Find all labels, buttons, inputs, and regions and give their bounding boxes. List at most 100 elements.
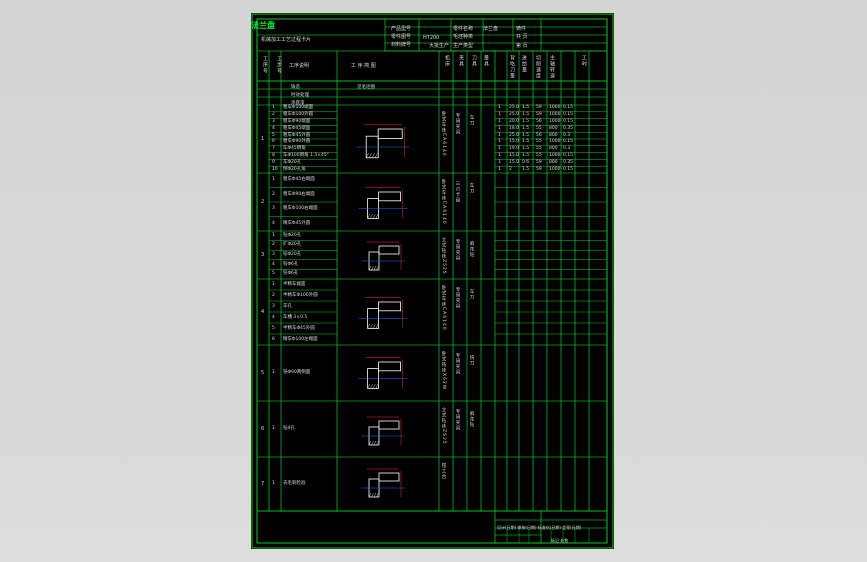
fixture-name: 专用夹具	[455, 353, 460, 375]
cutting-value: 0.15	[563, 166, 574, 172]
cutting-value: 19.0	[509, 146, 520, 152]
step-number: 2	[272, 191, 275, 197]
step-number: 1	[272, 177, 275, 183]
cutting-value: 0.15	[563, 105, 574, 111]
sketch-op3-hatch	[371, 265, 374, 271]
step-description: 铰Φ6孔	[283, 261, 299, 267]
inner-border	[256, 18, 608, 544]
step-number: 1	[272, 105, 275, 111]
step-description: 精车Φ45外圆	[283, 220, 311, 226]
step-number: 2	[272, 112, 275, 118]
sketch-op4-hatch	[367, 323, 370, 329]
step-description: 粗车Φ90端面	[283, 119, 311, 124]
step-number: 8	[272, 153, 275, 158]
cutting-value: 1	[498, 105, 501, 111]
material-value: HT200	[423, 35, 440, 41]
sketch-op4-hatch	[375, 323, 379, 329]
step-description: 钻Φ20孔	[283, 232, 302, 238]
step-description: 粗车Φ100右端面	[283, 206, 318, 212]
step-number: 9	[272, 159, 275, 165]
col-process-no: 工序号	[262, 56, 268, 74]
product-model-label: 产品型号	[391, 26, 412, 32]
col-time: 工时	[581, 55, 587, 67]
blank-kind-label: 毛坯种类	[453, 34, 474, 40]
step-description: 铣Φ90两侧面	[283, 370, 311, 375]
machine-name: 立式钻床Z525	[441, 237, 446, 275]
cutting-value: 800	[549, 125, 558, 131]
title-stamp: 法兰盘	[251, 21, 275, 30]
cutting-value: 18.0	[509, 125, 520, 131]
step-number: 3	[272, 206, 275, 212]
tool-name: 铣刀	[469, 355, 474, 366]
cutting-value: 0.35	[563, 125, 574, 131]
process-number: 6	[261, 426, 265, 432]
table-grid	[251, 13, 614, 549]
step-number: 4	[272, 261, 275, 267]
step-description: 车孔	[283, 303, 292, 309]
sketch-op2-hatch	[372, 213, 376, 219]
sketch-op2-hub	[378, 191, 401, 202]
cutting-value: 55	[536, 153, 542, 158]
cutting-value: 15.0	[509, 159, 520, 165]
step-description: 车槽 3×0.5	[283, 314, 308, 320]
cutting-value: 1000	[549, 119, 561, 124]
fixture-name: 三爪卡盘	[455, 181, 460, 203]
col-feed: 进给量	[521, 55, 527, 73]
part-no-label: 零件图号	[391, 34, 412, 40]
cutting-value: 1	[498, 112, 501, 118]
process-number: 4	[261, 309, 265, 315]
step-number: 3	[272, 119, 275, 124]
sketch-op1-hatch	[375, 152, 378, 158]
col-speed: 切削速度	[535, 55, 541, 79]
step-number: 5	[272, 271, 275, 277]
step-number: 7	[272, 146, 275, 152]
cutting-value: 1	[498, 146, 501, 152]
sketch-op3-hub	[378, 245, 400, 255]
cutting-value: 56	[536, 119, 542, 124]
sketch-op3-hatch	[376, 265, 379, 271]
sketch-op6-hatch	[373, 440, 377, 446]
cutting-value: 0.6	[522, 159, 530, 165]
step-description: 粗车Φ45外圆	[283, 132, 311, 138]
cutting-value: 0.15	[563, 112, 574, 118]
step-number: 1	[272, 481, 275, 486]
machine-name: 立式钻床Z525	[441, 407, 446, 445]
cutting-value: 55	[536, 146, 542, 152]
drawing-sheet: 机械加工工艺过程卡片 产品型号 零件图号 材料牌号 HT200 零件名称 法兰盘…	[251, 13, 614, 549]
step-description: 粗车Φ100端面	[283, 105, 314, 111]
revision-labels: 标记 处数	[551, 538, 569, 543]
sketch-op3-hatch	[373, 265, 377, 271]
fixture-name: 专用夹具	[455, 409, 460, 431]
step-number: 4	[272, 220, 275, 226]
sketch-op1-hatch	[372, 152, 375, 158]
machine-name: 卧式车床CA6140	[441, 285, 446, 331]
step-description: 粗车Φ45端面	[283, 125, 311, 131]
machine-name: 卧式车床CA6140	[441, 179, 446, 225]
cutting-value: 1.5	[522, 153, 530, 158]
step-number: 10	[272, 166, 278, 172]
cutting-value: 1.5	[522, 125, 530, 131]
step-description: 去毛刺检验	[283, 481, 306, 486]
tool-name: 车刀	[469, 183, 474, 194]
col-depth: 背吃刀量	[509, 55, 515, 79]
step-number: 1	[272, 232, 275, 238]
cutting-value: 1000	[549, 139, 561, 145]
process-number: 3	[261, 252, 265, 258]
step-number: 6	[272, 139, 275, 145]
production-type-label: 生产类型	[453, 43, 474, 49]
process-number: 1	[261, 136, 265, 142]
cutting-value: 20.0	[509, 119, 520, 124]
approval-labels: 设计(日期) 审核(日期) 标准化(日期) 会签(日期)	[497, 525, 582, 530]
cutting-value: 0.15	[563, 153, 574, 158]
step-number: 4	[272, 314, 275, 320]
step-number: 1	[272, 281, 275, 287]
process-number: 5	[261, 370, 265, 376]
cutting-value: 1.5	[522, 112, 530, 118]
sketch-op5-hub	[378, 361, 401, 372]
step-description: 粗车Φ45右端面	[283, 177, 315, 183]
step-description: 粗车Φ100外圆	[283, 112, 314, 118]
cutting-value: 1.5	[522, 105, 530, 111]
sketch-op2-hatch	[367, 213, 370, 219]
step-number: 2	[272, 292, 275, 298]
step-description: 精车Φ100左端面	[283, 336, 318, 342]
